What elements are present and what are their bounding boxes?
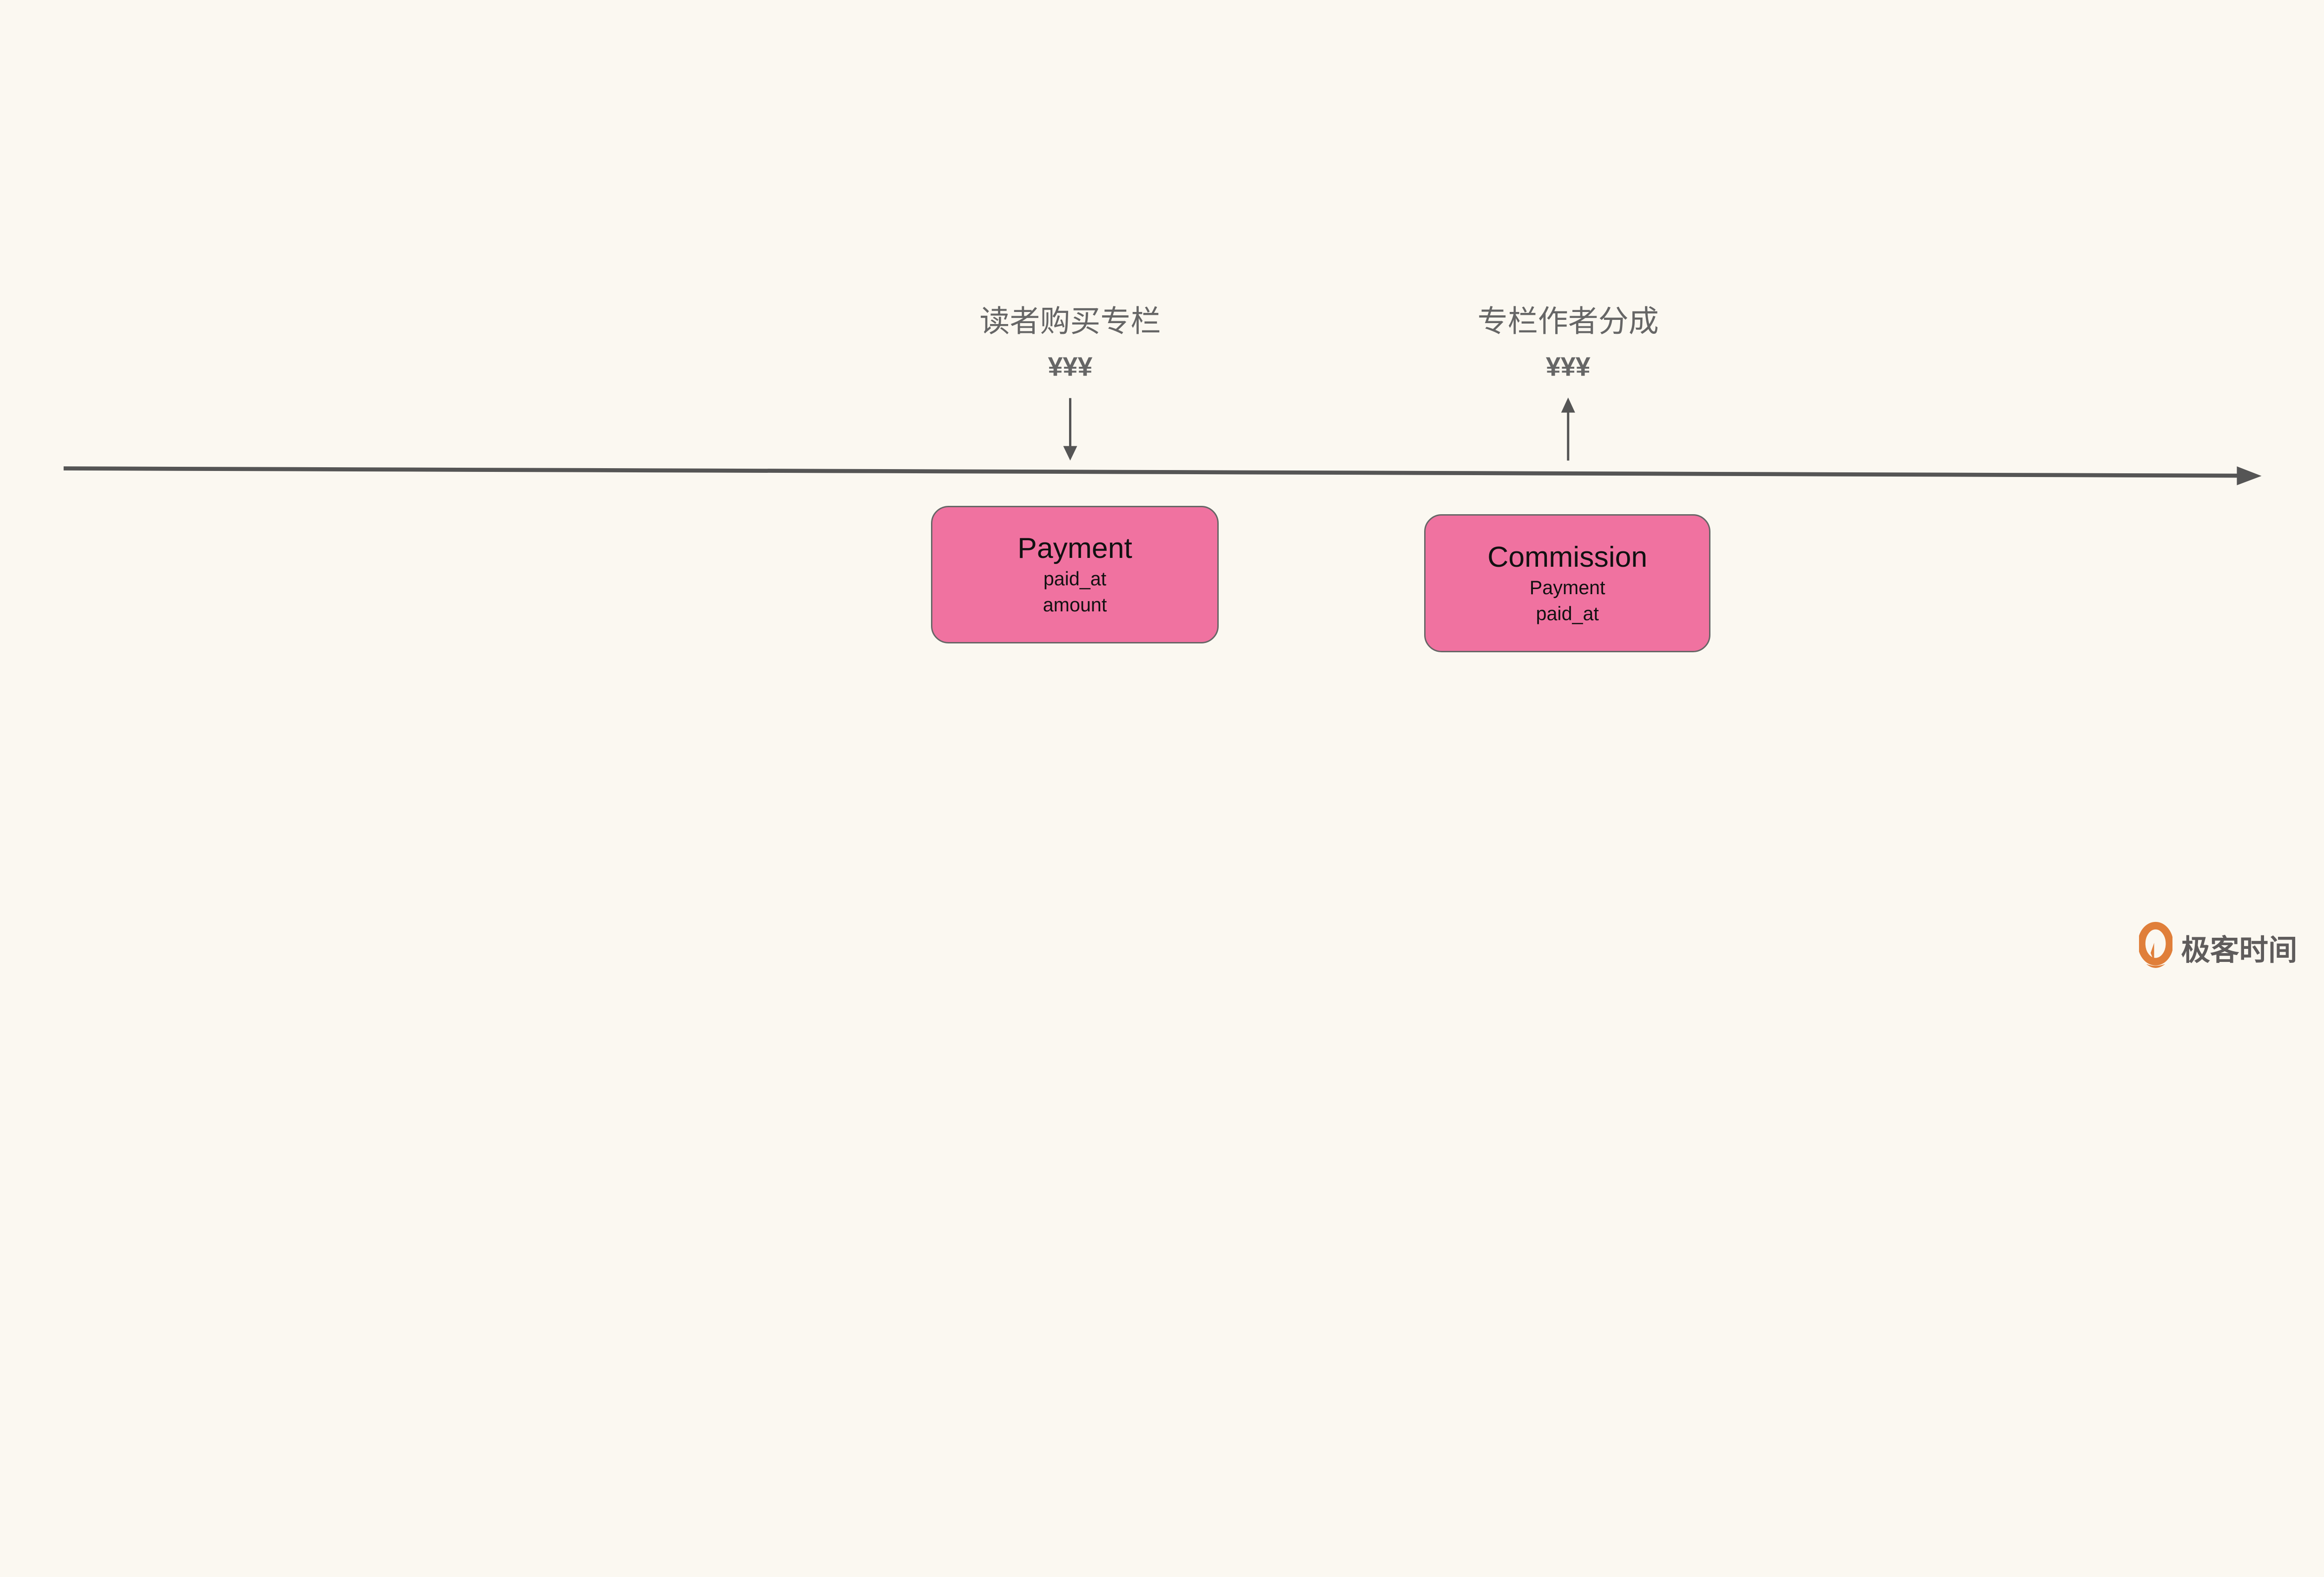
commission-entity-box: Commission Payment paid_at <box>1424 514 1710 653</box>
entity-field: paid_at <box>1536 603 1599 625</box>
money-symbol-commission: ¥¥¥ <box>1545 352 1591 382</box>
payment-entity-box: Payment paid_at amount <box>931 505 1219 644</box>
commission-arrowhead <box>1561 398 1575 413</box>
entity-field: Payment <box>1529 576 1605 598</box>
timeline-diagram <box>63 398 2262 485</box>
money-symbol-purchase: ¥¥¥ <box>1048 352 1093 382</box>
payment-arrowhead <box>1063 446 1077 461</box>
logo-text: 极客时间 <box>2181 933 2298 967</box>
timeline-axis <box>63 466 2237 478</box>
event-label-purchase: 读者购买专栏 <box>979 304 1161 339</box>
entity-title: Payment <box>1017 532 1132 565</box>
entity-field: amount <box>1043 594 1107 616</box>
entity-field: paid_at <box>1043 568 1107 590</box>
timeline-arrowhead <box>2237 466 2262 485</box>
entity-title: Commission <box>1487 540 1648 573</box>
geektime-logo-icon <box>2139 922 2172 968</box>
geektime-logo: 极客时间 <box>2139 921 2298 974</box>
event-label-commission: 专栏作者分成 <box>1477 304 1659 339</box>
